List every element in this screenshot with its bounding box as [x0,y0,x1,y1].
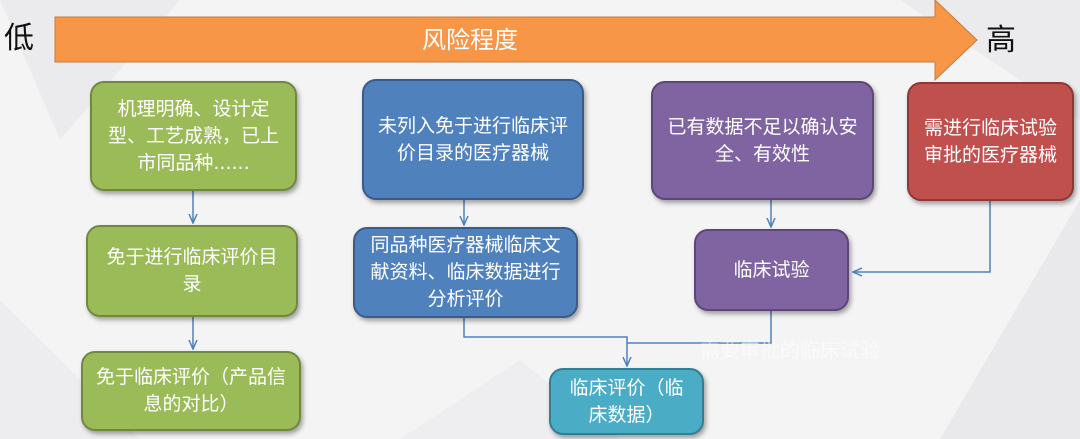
exempt-catalog-text: 免于进行临床评价目录 [106,246,278,295]
insufficient-data-text: 已有数据不足以确认安全、有效性 [667,115,858,165]
risk-arrow-label: 风险程度 [422,26,518,54]
low-label: 低 [4,21,34,56]
clinical-eval-text: 临床评价（临床数据） [569,376,684,426]
exempt-eval-text: 免于临床评价（产品信息的对比） [95,366,286,415]
connector-literature-to-eval [463,318,627,366]
insufficient-data-box: 已有数据不足以确认安全、有效性 [651,81,874,200]
exempt-catalog-box: 免于进行临床评价目录 [86,225,298,317]
not-listed-box: 未列入免于进行临床评价目录的医疗器械 [362,79,584,200]
trial-approval-box: 需进行临床试验审批的医疗器械 [907,82,1074,201]
clinical-trial-box: 临床试验 [694,229,849,311]
trial-approval-text: 需进行临床试验审批的医疗器械 [923,116,1057,166]
literature-box: 同品种医疗器械临床文献资料、临床数据进行分析评价 [353,227,578,318]
watermark-text: 需要审批的临床试验 [700,338,880,362]
clinical-trial-text: 临床试验 [733,258,810,281]
literature-text: 同品种医疗器械临床文献资料、临床数据进行分析评价 [370,234,561,310]
mechanism-text: 机理明确、设计定型、工艺成熟，已上市同品种...... [107,97,279,174]
clinical-eval-box: 临床评价（临床数据） [549,368,704,435]
not-listed-text: 未列入免于进行临床评价目录的医疗器械 [377,114,568,164]
mechanism-box: 机理明确、设计定型、工艺成熟，已上市同品种...... [90,81,297,191]
connector-approval-to-trial [853,201,991,272]
exempt-eval-box: 免于临床评价（产品信息的对比） [81,351,301,431]
high-label: 高 [986,23,1016,58]
connector-trial-to-eval [627,311,772,344]
